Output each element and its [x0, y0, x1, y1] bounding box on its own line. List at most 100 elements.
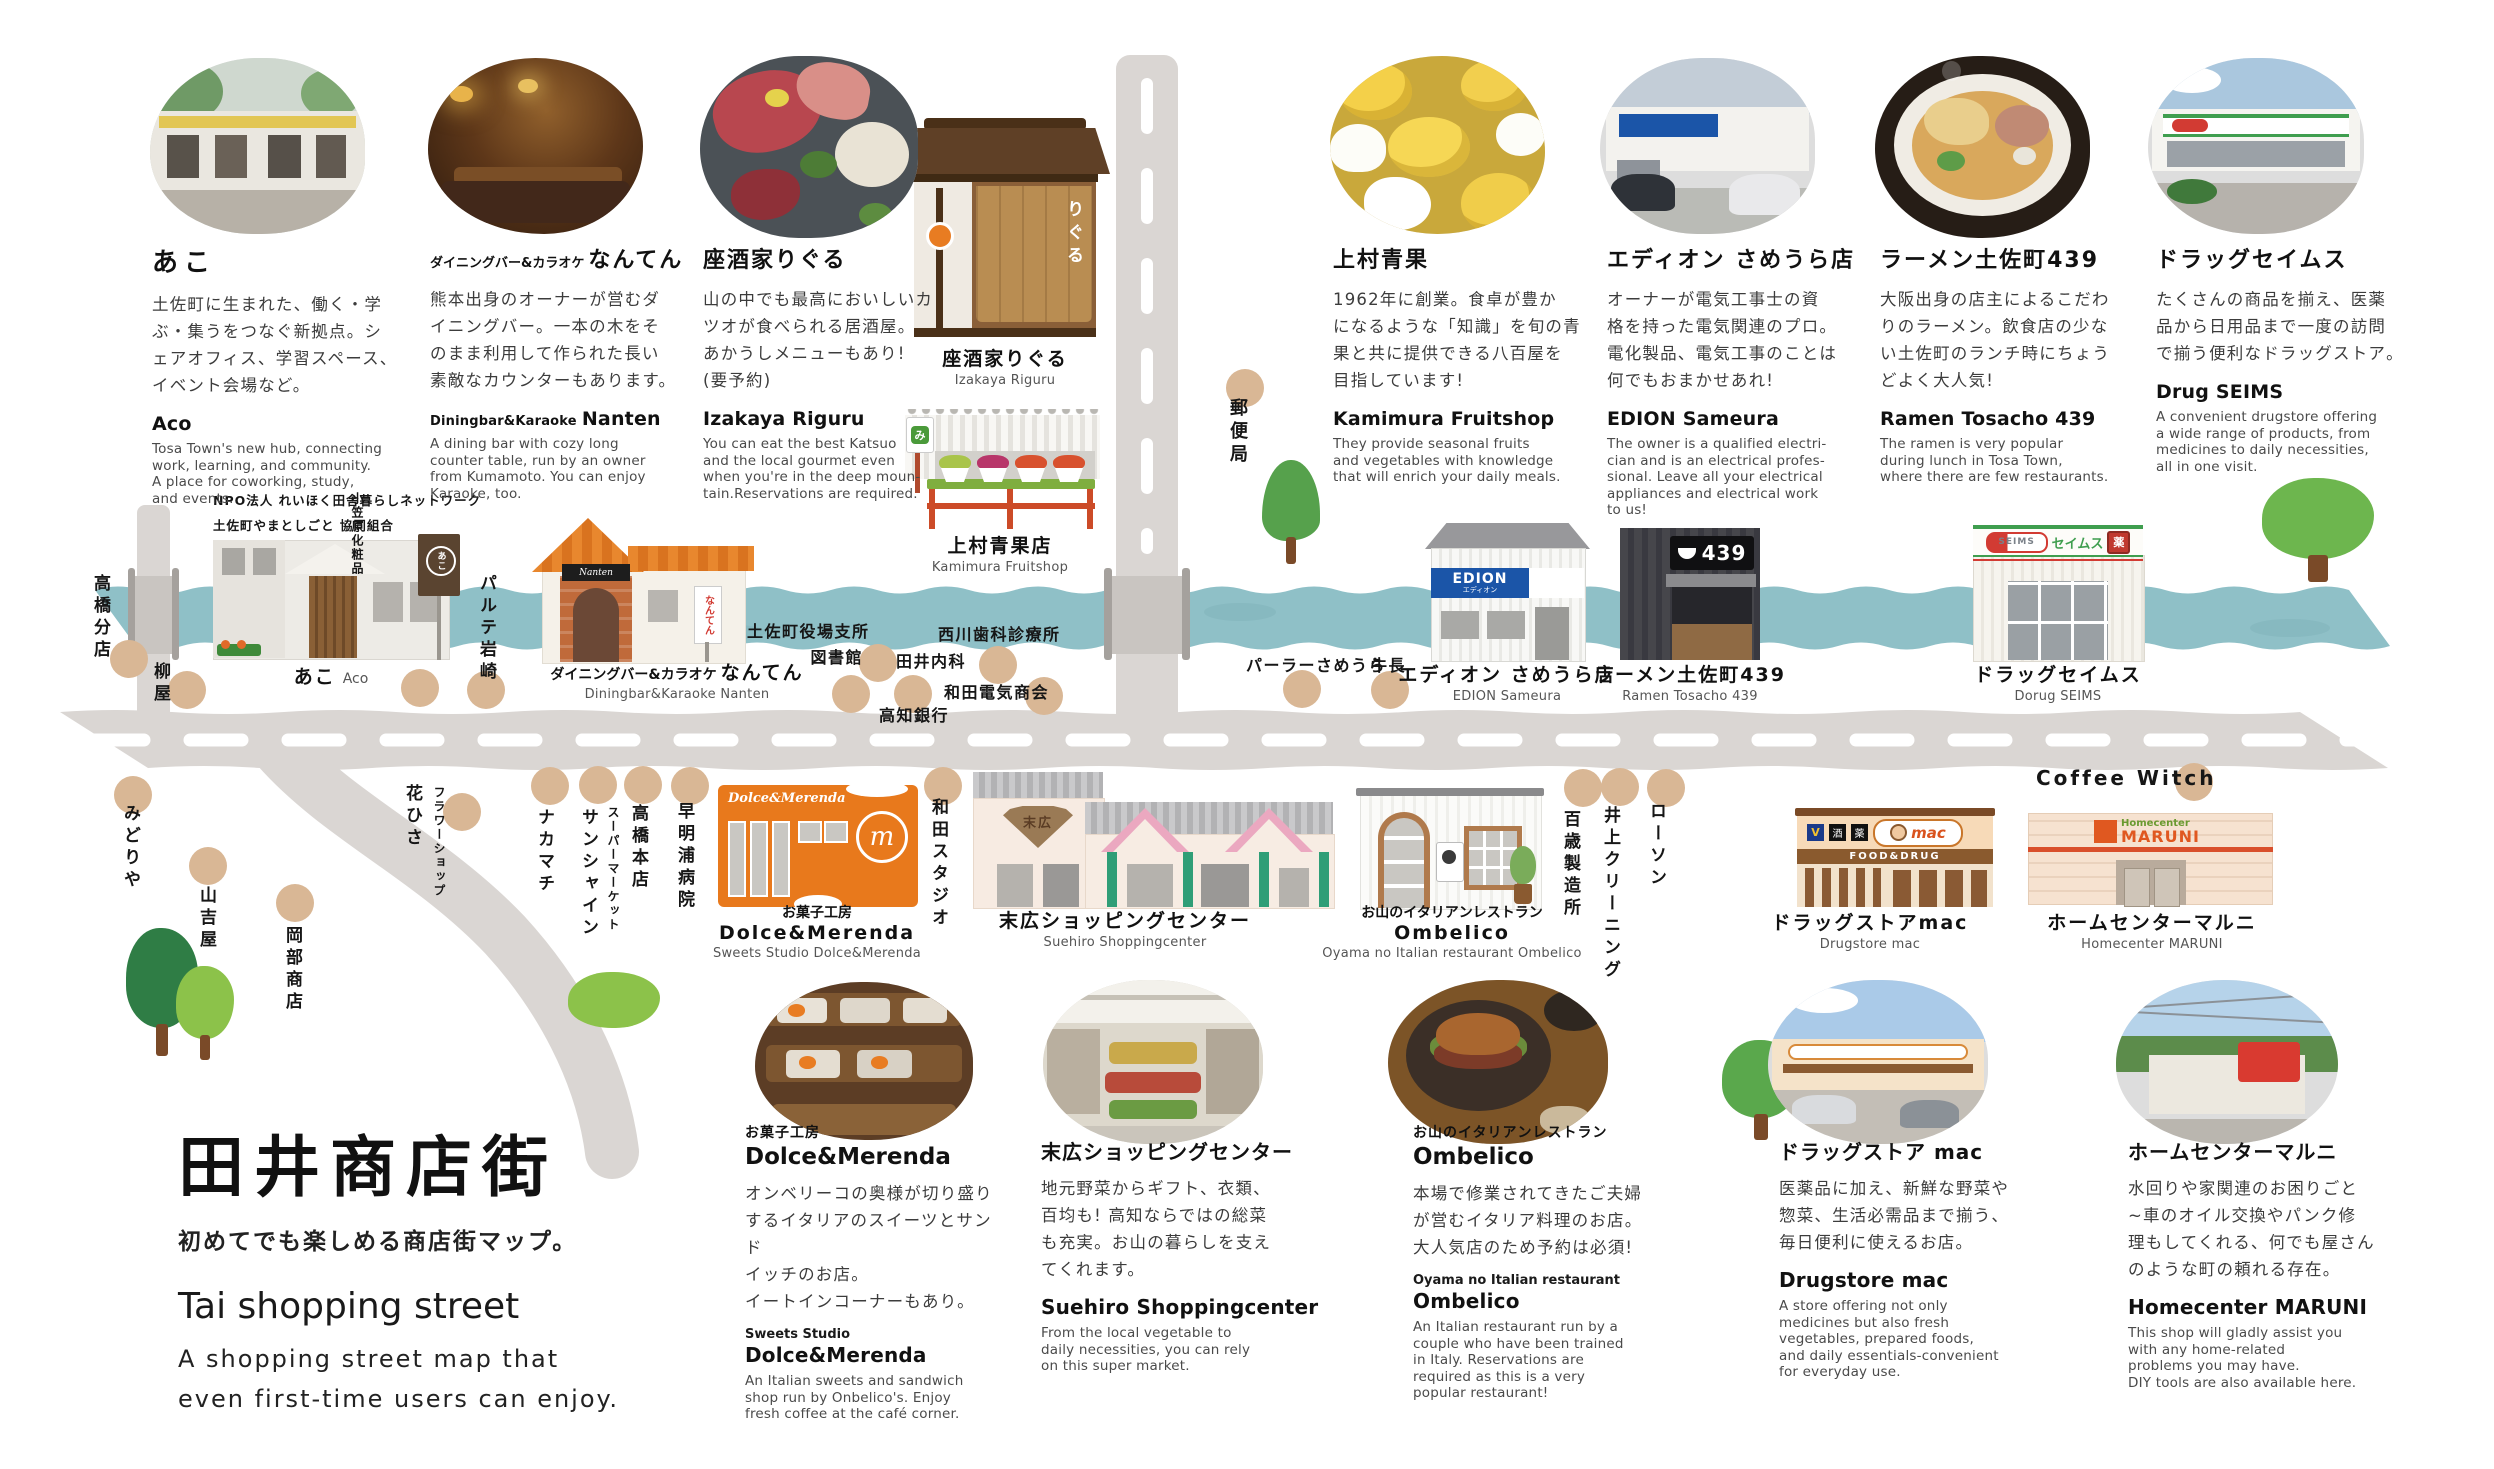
map-marker: [1601, 768, 1639, 806]
izakaya-riguru-illustration: りぐる: [900, 118, 1110, 342]
map-marker: [110, 640, 148, 678]
poi-label-post_office: 郵便局: [1227, 398, 1248, 467]
map-marker: [189, 847, 227, 885]
dolce-logo: m: [856, 811, 908, 863]
dolce-script-sign: Dolce&Merenda: [728, 791, 846, 806]
riguru-en-title: Izakaya Riguru: [703, 408, 865, 430]
mac-food-drug-band: FOOD&DRUG: [1797, 849, 1993, 864]
map-marker: [467, 671, 505, 709]
edion-jp-title: エディオン さめうら店: [1607, 248, 1856, 273]
seims-card: ドラッグセイムスたくさんの商品を揃え、医薬 品から日用品まで一度の訪問 で揃う便…: [2156, 242, 2412, 475]
poi-label-midoriya: みどりや: [120, 804, 140, 892]
drugstore-mac-building-illustration: V 酒 薬 mac FOOD&DRUG: [1795, 808, 1995, 907]
poi-label-wada_denki: 和田電気商会: [944, 683, 1050, 702]
dolce-photo: [755, 982, 973, 1140]
kamimura-jp-description: 1962年に創業。食卓が豊か になるような「知識」を旬の青 果と共に提供できる八…: [1333, 290, 1581, 390]
ombelico-en-description: An Italian restaurant run by a couple wh…: [1413, 1319, 1624, 1401]
poi-label-tai_naika: 田井内科: [896, 652, 967, 671]
map-marker: [894, 675, 932, 713]
poi-label-sameura_hospital: 早明浦病院: [674, 802, 694, 912]
map-marker: [114, 776, 152, 814]
kamimura-fruitshop-illustration: み: [905, 407, 1100, 533]
ombelico-en-title: Ombelico: [1413, 1289, 1520, 1313]
kamimura-jp-title: 上村青果: [1333, 248, 1430, 273]
npo-line1: NPO法人 れいほく田舎暮らしネットワーク: [213, 493, 482, 508]
seims-jp-description: たくさんの商品を揃え、医薬 品から日用品まで一度の訪問 で揃う便利なドラッグスト…: [2156, 290, 2404, 363]
dolce-en-description: An Italian sweets and sandwich shop run …: [745, 1373, 964, 1422]
aco-en-title: Aco: [152, 413, 192, 435]
map-title-en: Tai shopping street: [178, 1286, 520, 1327]
macstore-jp-title: ドラッグストア mac: [1779, 1140, 1984, 1164]
map-marker: [1226, 369, 1264, 407]
poi-label-sunshine: サンシャイン: [578, 808, 598, 940]
nanten-board-sign: なんてん: [694, 586, 722, 644]
edion-card: エディオン さめうら店オーナーが電気工事士の資 格を持った電気関連のプロ。 電化…: [1607, 242, 1863, 519]
map-marker: [1647, 769, 1685, 807]
macstore-en-title: Drugstore mac: [1779, 1268, 1949, 1292]
macstore-jp-description: 医薬品に加え、新鮮な野菜や 惣菜、生活必需品まで揃う、 毎日便利に使えるお店。: [1779, 1179, 2010, 1252]
riguru-card: 座酒家りぐる山の中でも最高においしいカ ツオが食べられる居酒屋。 あかうしメニュ…: [703, 242, 959, 502]
map-marker: [859, 644, 897, 682]
poi-label-okabe_shoten: 岡部商店: [282, 926, 302, 1014]
mac-logo-sign: mac: [1873, 818, 1963, 847]
tree-icon: [1262, 460, 1320, 564]
ramen-jp-description: 大阪出身の店主によるこだわ りのラーメン。飲食店の少な い土佐町のランチ時にちょ…: [1880, 290, 2111, 390]
maruni-jp-title: ホームセンターマルニ: [2128, 1140, 2338, 1164]
ombelico-jp-title: Ombelico: [1413, 1144, 1534, 1170]
npo-line2: 土佐町やまとしごと 協同組合: [213, 518, 394, 533]
dolce-jp-description: オンベリーコの奥様が切り盛り するイタリアのスイーツとサンド イッチのお店。 イ…: [745, 1184, 993, 1311]
poi-label-inoue_cleaning: 井上クリーニング: [1600, 806, 1620, 982]
fruitshop-sign: み: [906, 417, 934, 453]
dolce-jp-title: Dolce&Merenda: [745, 1144, 951, 1170]
bridge-rail: [128, 568, 135, 660]
riguru-photo: [700, 56, 918, 238]
tree-icon: [2262, 478, 2374, 582]
nanten-photo: [428, 58, 643, 234]
riguru-jp-description: 山の中でも最高においしいカ ツオが食べられる居酒屋。 あかうしメニューもあり! …: [703, 290, 934, 390]
title-block: 田井商店街 初めてでも楽しめる商店街マップ。 Tai shopping stre…: [178, 1114, 619, 1419]
dolce-en-title: Dolce&Merenda: [745, 1343, 927, 1367]
bridge-west: [133, 576, 174, 654]
maruni-sign: Homecenter MARUNI: [2094, 818, 2244, 845]
drug-seims-building-illustration: SEIMS セイムス 薬: [1973, 525, 2145, 662]
aco-building-illustration: あこ: [213, 534, 460, 660]
kamimura-en-title: Kamimura Fruitshop: [1333, 408, 1555, 430]
ramen-en-description: The ramen is very popular during lunch i…: [1880, 436, 2109, 485]
ramen-photo: [1875, 56, 2090, 238]
poi-label-parlor_sameura: パーラーさめうら: [1246, 656, 1387, 675]
edion-jp-description: オーナーが電気工事士の資 格を持った電気関連のプロ。 電化製品、電気工事のことは…: [1607, 290, 1838, 390]
seims-photo: [2148, 58, 2364, 234]
kamimura-en-description: They provide seasonal fruits and vegetab…: [1333, 436, 1561, 485]
poi-label-kochi_bank: 高知銀行: [879, 706, 950, 725]
edion-en-title: EDION Sameura: [1607, 408, 1779, 430]
poi-label-supermarket: スーパーマーケット: [606, 806, 620, 932]
ombelico-jp-description: 本場で修業されてきたご夫婦 が営むイタリア料理のお店。 大人気店のため予約は必須…: [1413, 1184, 1643, 1257]
poi-label-lawson: ローソン: [1646, 802, 1666, 890]
edion-en-description: The owner is a qualified electri- cian a…: [1607, 436, 1827, 518]
seims-en-description: A convenient drugstore offering a wide r…: [2156, 409, 2378, 475]
map-marker: [168, 671, 206, 709]
map-marker: [401, 669, 439, 707]
maruni-photo: [2116, 980, 2338, 1144]
map-marker: [624, 766, 662, 804]
maruni-en-description: This shop will gladly assist you with an…: [2128, 1325, 2357, 1391]
edion-building-illustration: EDION エディオン: [1425, 523, 1590, 662]
poi-label-hyakusai: 百歳製造所: [1560, 810, 1580, 920]
macstore-card: ドラッグストア mac 医薬品に加え、新鮮な野菜や 惣菜、生活必需品まで揃う、 毎…: [1779, 1136, 2039, 1381]
poi-label-yamayoshiya: 山吉屋: [196, 886, 216, 952]
bridge-east: [1110, 576, 1184, 654]
poi-label-yanagiya: 柳屋: [150, 662, 170, 706]
plant-icon: [1510, 846, 1536, 884]
